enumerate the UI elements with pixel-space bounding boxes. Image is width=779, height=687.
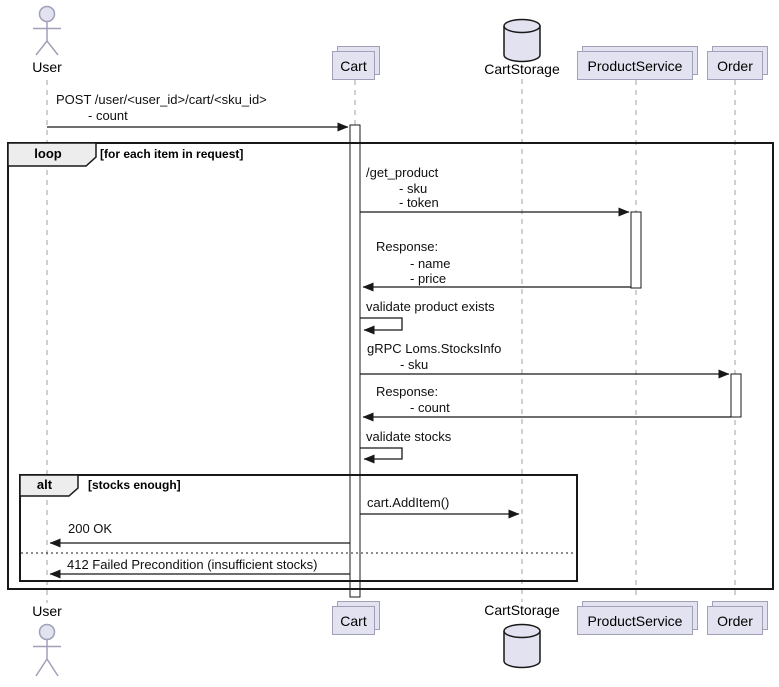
participant-order-bottom: Order bbox=[707, 606, 763, 635]
participant-productservice-bottom: ProductService bbox=[577, 606, 693, 635]
stocks-info-message-line1: gRPC Loms.StocksInfo bbox=[367, 341, 502, 356]
message-arrows bbox=[47, 122, 731, 579]
get-product-message-line1: /get_product bbox=[366, 165, 439, 180]
precondition-failed-message: 412 Failed Precondition (insufficient st… bbox=[67, 557, 318, 572]
database-icon-bottom bbox=[503, 623, 541, 669]
alt-guard-label: [stocks enough] bbox=[88, 478, 181, 492]
participant-productservice: ProductService bbox=[577, 51, 693, 80]
ok-message: 200 OK bbox=[68, 521, 113, 536]
get-product-response-line2: - name bbox=[410, 256, 451, 271]
get-product-message-line2: - sku bbox=[399, 181, 428, 196]
participant-cart: Cart bbox=[332, 51, 375, 80]
loop-fragment-label-shape bbox=[7, 142, 97, 167]
stocks-response-line2: - count bbox=[410, 400, 450, 415]
order-activation-bar bbox=[730, 373, 742, 418]
alt-fragment-border bbox=[19, 474, 578, 582]
add-item-message: cart.AddItem() bbox=[367, 495, 450, 510]
validate-stocks-message: validate stocks bbox=[366, 429, 452, 444]
database-icon bbox=[503, 18, 541, 63]
post-message-line2: - count bbox=[88, 108, 128, 123]
alt-fragment-label-shape bbox=[19, 474, 79, 497]
get-product-response-line1: Response: bbox=[376, 239, 439, 254]
cart-activation-bar bbox=[349, 124, 361, 598]
productservice-activation-bar bbox=[630, 211, 642, 289]
validate-stocks-self-arrow bbox=[360, 447, 403, 464]
loop-operator-label: loop bbox=[34, 146, 62, 161]
participant-cartstorage-label-bottom: CartStorage bbox=[484, 602, 560, 618]
stocks-info-message-line2: - sku bbox=[400, 357, 429, 372]
loop-fragment-border bbox=[7, 142, 774, 590]
participant-order: Order bbox=[707, 51, 763, 80]
get-product-response-line3: - price bbox=[410, 271, 447, 286]
get-product-message-line3: - token bbox=[399, 195, 439, 210]
alt-operator-label: alt bbox=[36, 477, 53, 492]
loop-guard-label: [for each item in request] bbox=[100, 147, 244, 161]
validate-product-message: validate product exists bbox=[366, 299, 495, 314]
validate-product-self-arrow bbox=[360, 317, 403, 335]
user-actor-icon bbox=[33, 5, 61, 56]
participant-cartstorage-label: CartStorage bbox=[484, 61, 560, 77]
participant-user-label: User bbox=[32, 59, 62, 75]
participant-user-label-bottom: User bbox=[32, 603, 62, 619]
participant-cart-bottom: Cart bbox=[332, 606, 375, 635]
stocks-response-line1: Response: bbox=[376, 384, 439, 399]
user-actor-icon-bottom bbox=[33, 623, 61, 677]
post-message-line1: POST /user/<user_id>/cart/<sku_id> bbox=[56, 92, 267, 107]
activation-bars bbox=[349, 124, 742, 598]
